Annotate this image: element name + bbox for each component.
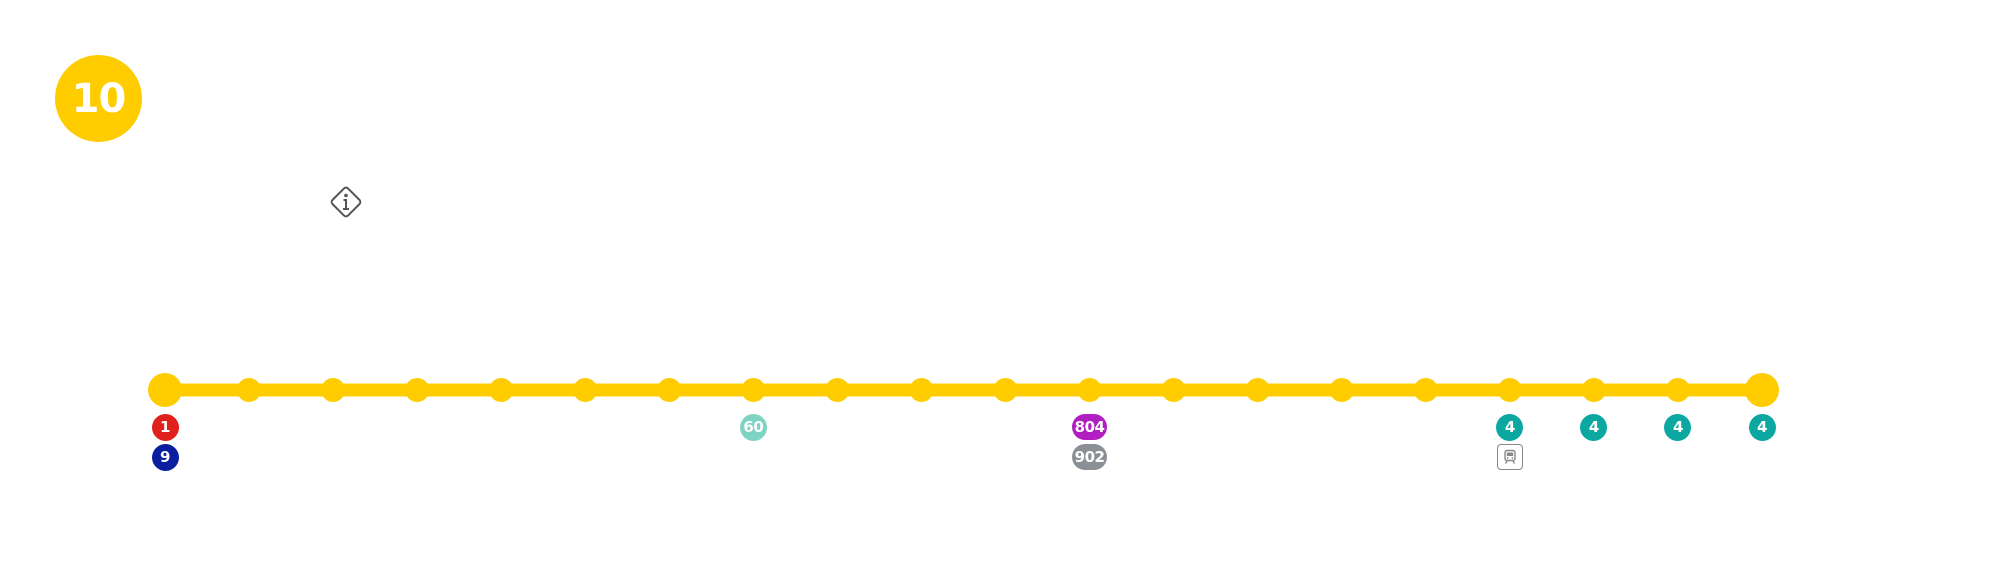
route-stop[interactable] <box>1077 378 1102 402</box>
line-number: 10 <box>71 75 127 122</box>
line-number-badge: 10 <box>55 55 142 142</box>
connection-line-number: 4 <box>1672 417 1683 436</box>
connection-line-number: 1 <box>160 417 170 436</box>
connection-line-number: 4 <box>1757 417 1767 436</box>
route-stop[interactable] <box>573 378 598 402</box>
connection-line-number: 4 <box>1588 417 1599 436</box>
route-stop[interactable] <box>657 378 682 402</box>
route-stop[interactable] <box>909 378 934 402</box>
info-diamond-icon[interactable] <box>328 184 364 220</box>
terminal-stop[interactable] <box>148 373 182 407</box>
route-stop[interactable] <box>1581 378 1606 402</box>
connection-badge[interactable]: 4 <box>1664 413 1692 441</box>
terminal-stop[interactable] <box>1745 373 1779 407</box>
connection-line-number: 804 <box>1074 417 1105 436</box>
connection-badge[interactable]: 60 <box>739 413 767 441</box>
connection-badge[interactable]: 9 <box>151 443 179 471</box>
connection-line-number: 60 <box>743 417 764 436</box>
connection-badge[interactable]: 902 <box>1072 444 1108 470</box>
connection-badge[interactable]: 4 <box>1748 413 1776 441</box>
connection-badge[interactable]: 4 <box>1496 413 1524 441</box>
route-stop[interactable] <box>1497 378 1522 402</box>
route-stop[interactable] <box>741 378 766 402</box>
route-stop[interactable] <box>825 378 850 402</box>
route-stop[interactable] <box>1329 378 1354 402</box>
route-stop[interactable] <box>1413 378 1438 402</box>
route-stop[interactable] <box>1161 378 1186 402</box>
route-stop[interactable] <box>1665 378 1690 402</box>
train-icon[interactable] <box>1496 444 1523 470</box>
route-stop[interactable] <box>405 378 430 402</box>
connection-line-number: 4 <box>1504 417 1515 436</box>
route-stop[interactable] <box>237 378 262 402</box>
route-stop[interactable] <box>489 378 514 402</box>
connection-badge[interactable]: 804 <box>1072 414 1108 440</box>
route-stop[interactable] <box>1245 378 1270 402</box>
connection-badge[interactable]: 4 <box>1580 413 1608 441</box>
connection-line-number: 9 <box>160 447 170 466</box>
route-stop[interactable] <box>321 378 346 402</box>
route-stop[interactable] <box>993 378 1018 402</box>
connection-badge[interactable]: 1 <box>151 413 179 441</box>
connection-line-number: 902 <box>1074 447 1105 466</box>
